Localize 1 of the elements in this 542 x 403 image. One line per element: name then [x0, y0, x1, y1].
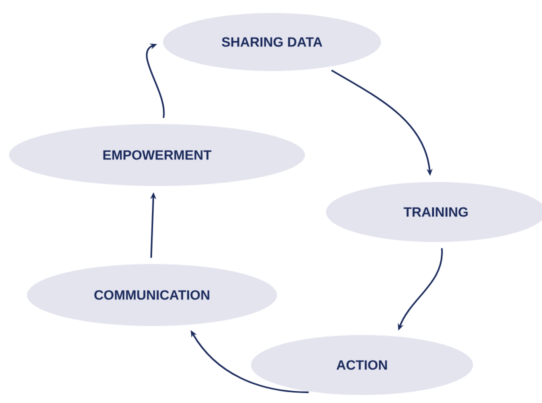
- arrow: [146, 44, 165, 118]
